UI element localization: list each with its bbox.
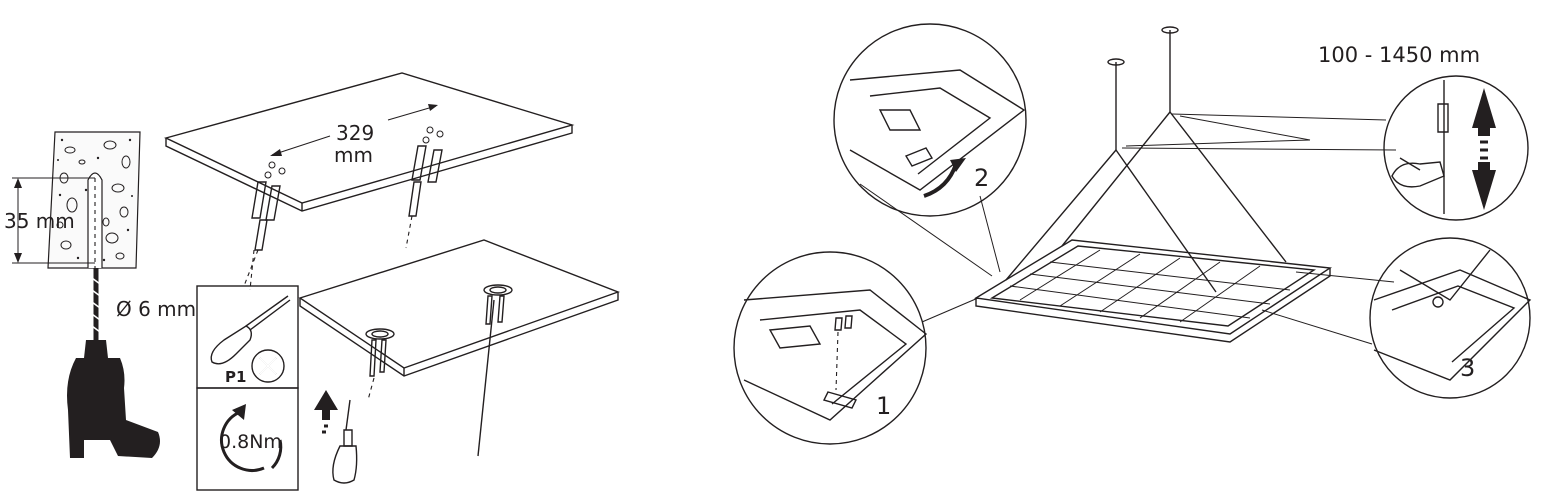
height-detail-callout	[1121, 75, 1529, 221]
led-panel	[973, 239, 1333, 343]
detail-callout-2	[833, 23, 1027, 277]
ceiling-panel-top	[164, 72, 575, 212]
wall-anchors-right	[405, 126, 444, 249]
anchor-spacing-dimension	[270, 104, 438, 156]
step-1-label: 1	[876, 392, 891, 420]
detail-callout-1	[733, 251, 979, 445]
wall-anchors-left	[243, 161, 286, 291]
anchor-spacing-unit: mm	[334, 143, 373, 167]
depth-dimension	[12, 177, 95, 264]
drill-depth-label: 35 mm	[4, 209, 75, 233]
drill-diameter-label: Ø 6 mm	[116, 297, 196, 321]
suspension-cables	[1005, 26, 1287, 293]
drill-icon	[67, 268, 160, 458]
step-2-label: 2	[974, 164, 989, 192]
anchor-spacing-value: 329	[336, 121, 374, 145]
ceiling-hook-right	[477, 284, 513, 457]
tool-code-label: P1	[225, 368, 246, 386]
up-down-arrow-icon	[1472, 88, 1496, 210]
detail-callout-3	[1261, 237, 1532, 399]
tool-box	[196, 285, 299, 491]
suspension-range-label: 100 - 1450 mm	[1318, 43, 1480, 67]
screwdriver-icon	[332, 399, 358, 484]
cross-circle-icon	[251, 349, 285, 383]
step-3-label: 3	[1460, 354, 1475, 382]
torque-label: 0.8Nm	[219, 431, 282, 453]
wall-section	[47, 131, 141, 269]
ceiling-panel-bottom	[298, 239, 621, 377]
screwdriver-icon	[210, 295, 291, 365]
ceiling-hook-left	[365, 328, 395, 401]
up-arrow-icon	[314, 390, 338, 434]
rotation-arrow-icon	[220, 404, 283, 472]
